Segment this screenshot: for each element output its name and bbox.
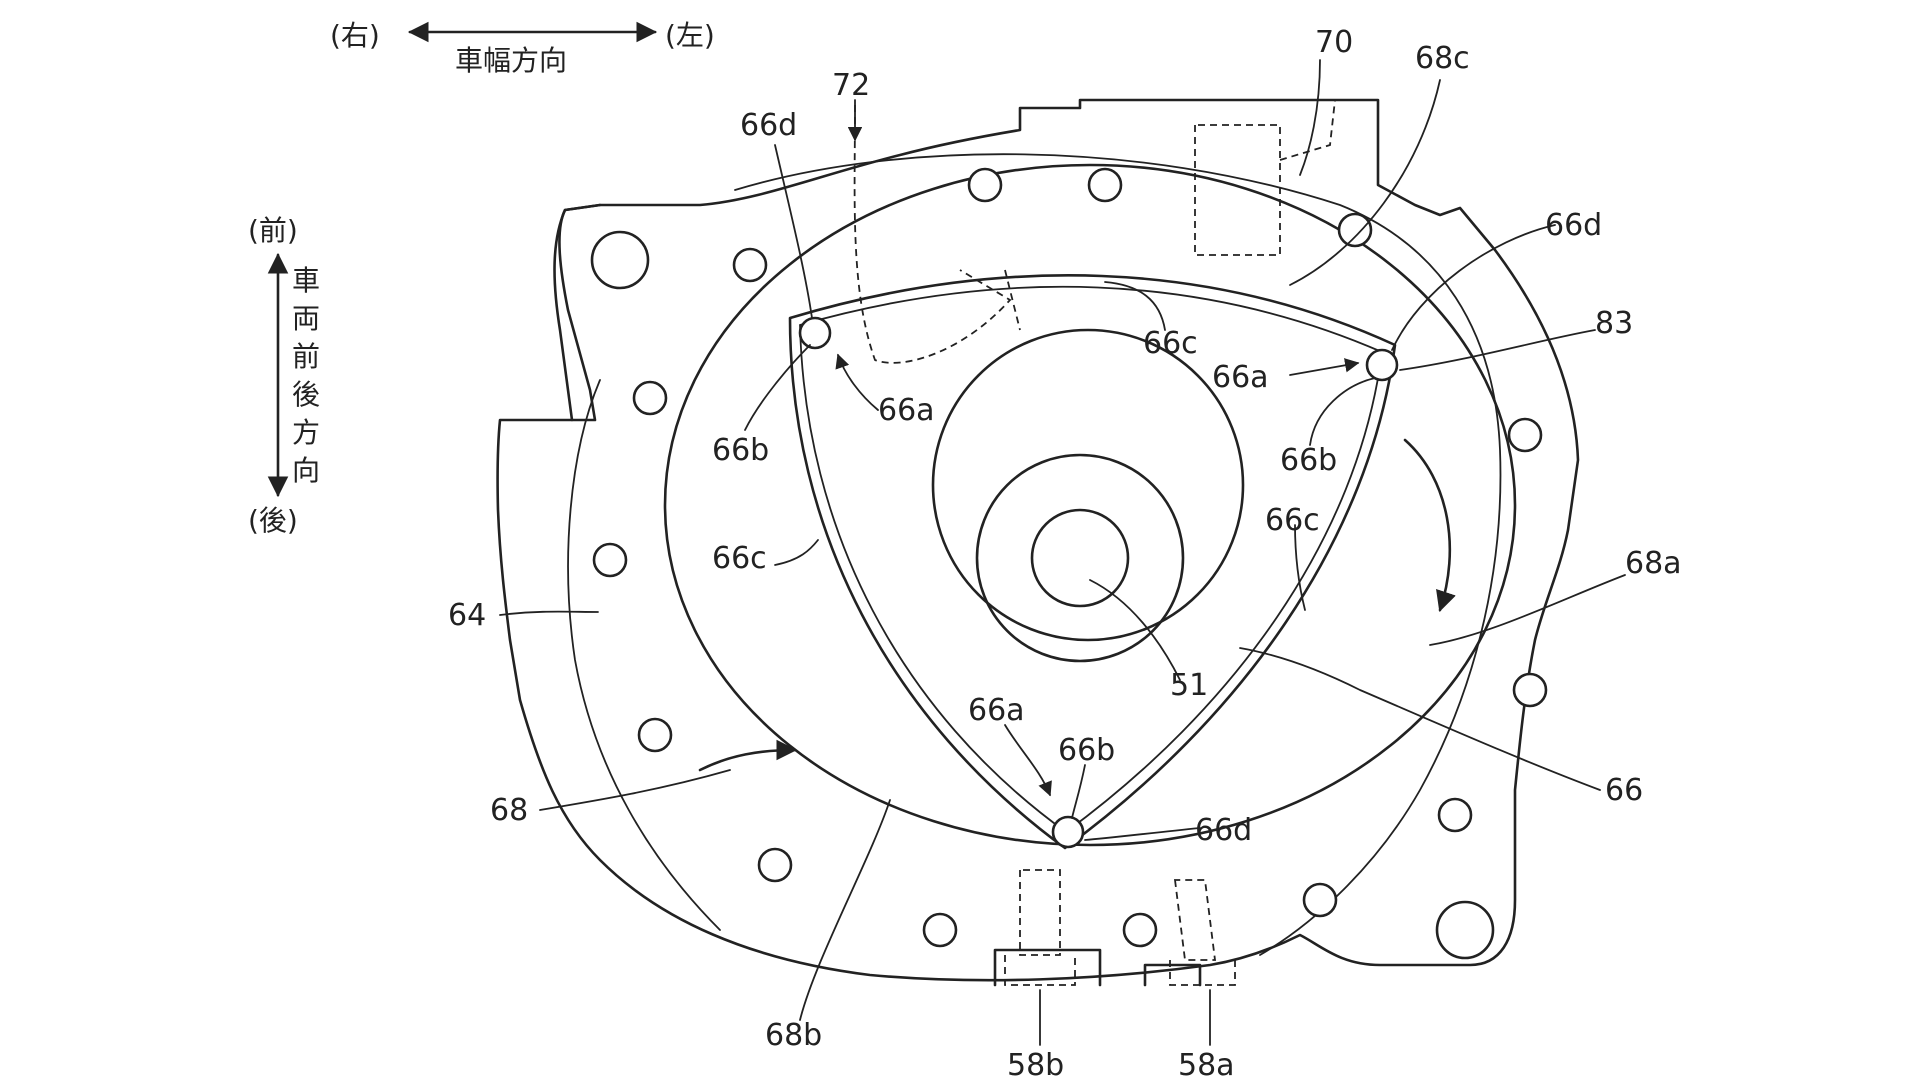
leader-68a <box>1429 574 1626 646</box>
bolt-hole <box>592 542 628 578</box>
label-66d-top-right: 66d <box>1545 208 1602 243</box>
bolt-hole <box>1302 882 1338 918</box>
leader-68c <box>1289 79 1441 286</box>
label-66b-bottom: 66b <box>1058 733 1115 768</box>
bolt-hole-large <box>1435 900 1495 960</box>
bolt-hole <box>1507 417 1543 453</box>
bolt-hole <box>1122 912 1158 948</box>
leader-66 <box>1239 647 1601 791</box>
label-66a-left: 66a <box>878 393 935 428</box>
bolt-hole <box>1337 212 1373 248</box>
label-66b-right: 66b <box>1280 443 1337 478</box>
leader-66d-tl <box>774 144 813 319</box>
label-58b: 58b <box>1007 1048 1064 1080</box>
width-direction-label: 車幅方向 <box>455 44 567 77</box>
label-66c-top: 66c <box>1143 326 1198 361</box>
label-66c-right: 66c <box>1265 503 1320 538</box>
leader-66c-right <box>1294 524 1306 611</box>
label-68a: 68a <box>1625 546 1682 581</box>
bolt-hole <box>922 912 958 948</box>
label-66d-top-left: 66d <box>740 108 797 143</box>
bolt-hole <box>1512 672 1548 708</box>
apex-seal-top-right <box>1365 348 1399 382</box>
bolt-hole <box>757 847 793 883</box>
rear-label: (後) <box>248 504 298 537</box>
width-left-label: (左) <box>665 19 715 52</box>
rotation-arrow-right <box>1403 438 1456 612</box>
port-72 <box>853 104 1021 364</box>
rotor-gear-inner <box>975 453 1185 663</box>
leader-66b-left <box>744 344 811 431</box>
leader-68b <box>799 799 891 1021</box>
leader-66b-bottom <box>1071 764 1086 819</box>
bolt-hole <box>967 167 1003 203</box>
leader-66d-tr <box>1391 224 1556 351</box>
bolt-hole <box>1437 797 1473 833</box>
housing-left-flange <box>553 203 602 422</box>
rotation-arrow-left <box>698 739 798 772</box>
leader-66b-right <box>1309 377 1376 446</box>
leader-66c-top <box>1104 281 1166 331</box>
label-64: 64 <box>448 598 486 633</box>
label-72: 72 <box>832 68 870 103</box>
leader-64 <box>499 610 599 616</box>
bottom-port-block <box>993 948 1202 987</box>
leader-51 <box>1089 579 1181 681</box>
leader-66d-bottom <box>1084 827 1201 841</box>
label-68: 68 <box>490 793 528 828</box>
leader-70 <box>1299 59 1321 176</box>
spark-plug-58a <box>1169 879 1236 986</box>
intake-port-70 <box>1194 99 1336 256</box>
bolt-hole <box>732 247 768 283</box>
label-83: 83 <box>1595 306 1633 341</box>
leader-83 <box>1399 329 1596 371</box>
leader-66c-left <box>774 539 819 566</box>
spark-plug-58b <box>1004 869 1076 986</box>
fore-aft-char: 前 <box>292 340 320 373</box>
fore-aft-char: 両 <box>292 302 320 335</box>
label-66b-left: 66b <box>712 433 769 468</box>
leader-66a-bottom <box>1004 724 1052 797</box>
label-66c-left: 66c <box>712 541 767 576</box>
leader-66a-right <box>1289 358 1360 376</box>
fore-aft-char: 車 <box>292 264 320 297</box>
fore-aft-char: 向 <box>292 454 320 487</box>
front-label: (前) <box>248 214 298 247</box>
width-right-label: (右) <box>330 19 380 52</box>
bolt-hole <box>637 717 673 753</box>
label-66a-bottom: 66a <box>968 693 1025 728</box>
apex-seal-top-left <box>798 316 832 350</box>
leader-66a-left <box>835 353 879 411</box>
trochoid-chamber <box>663 163 1517 847</box>
leader-68 <box>539 769 731 811</box>
eccentric-shaft <box>1030 508 1130 608</box>
label-51: 51 <box>1170 668 1208 703</box>
label-66a-right: 66a <box>1212 360 1269 395</box>
bolt-hole-large <box>590 230 650 290</box>
bolt-hole <box>632 380 668 416</box>
apex-seal-bottom <box>1051 815 1085 849</box>
rotor-inner-edge <box>799 285 1383 834</box>
label-66: 66 <box>1605 773 1643 808</box>
label-70: 70 <box>1315 25 1353 60</box>
fore-aft-char: 後 <box>292 378 320 411</box>
housing-outer-contour <box>496 98 1580 982</box>
fore-aft-char: 方 <box>292 416 320 449</box>
rotor-gear-outer <box>931 328 1245 642</box>
housing-inner-lining <box>567 153 1502 956</box>
bolt-hole <box>1087 167 1123 203</box>
label-58a: 58a <box>1178 1048 1235 1080</box>
label-66d-bottom: 66d <box>1195 813 1252 848</box>
label-68b: 68b <box>765 1018 822 1053</box>
label-68c: 68c <box>1415 41 1470 76</box>
rotor <box>788 274 1397 850</box>
